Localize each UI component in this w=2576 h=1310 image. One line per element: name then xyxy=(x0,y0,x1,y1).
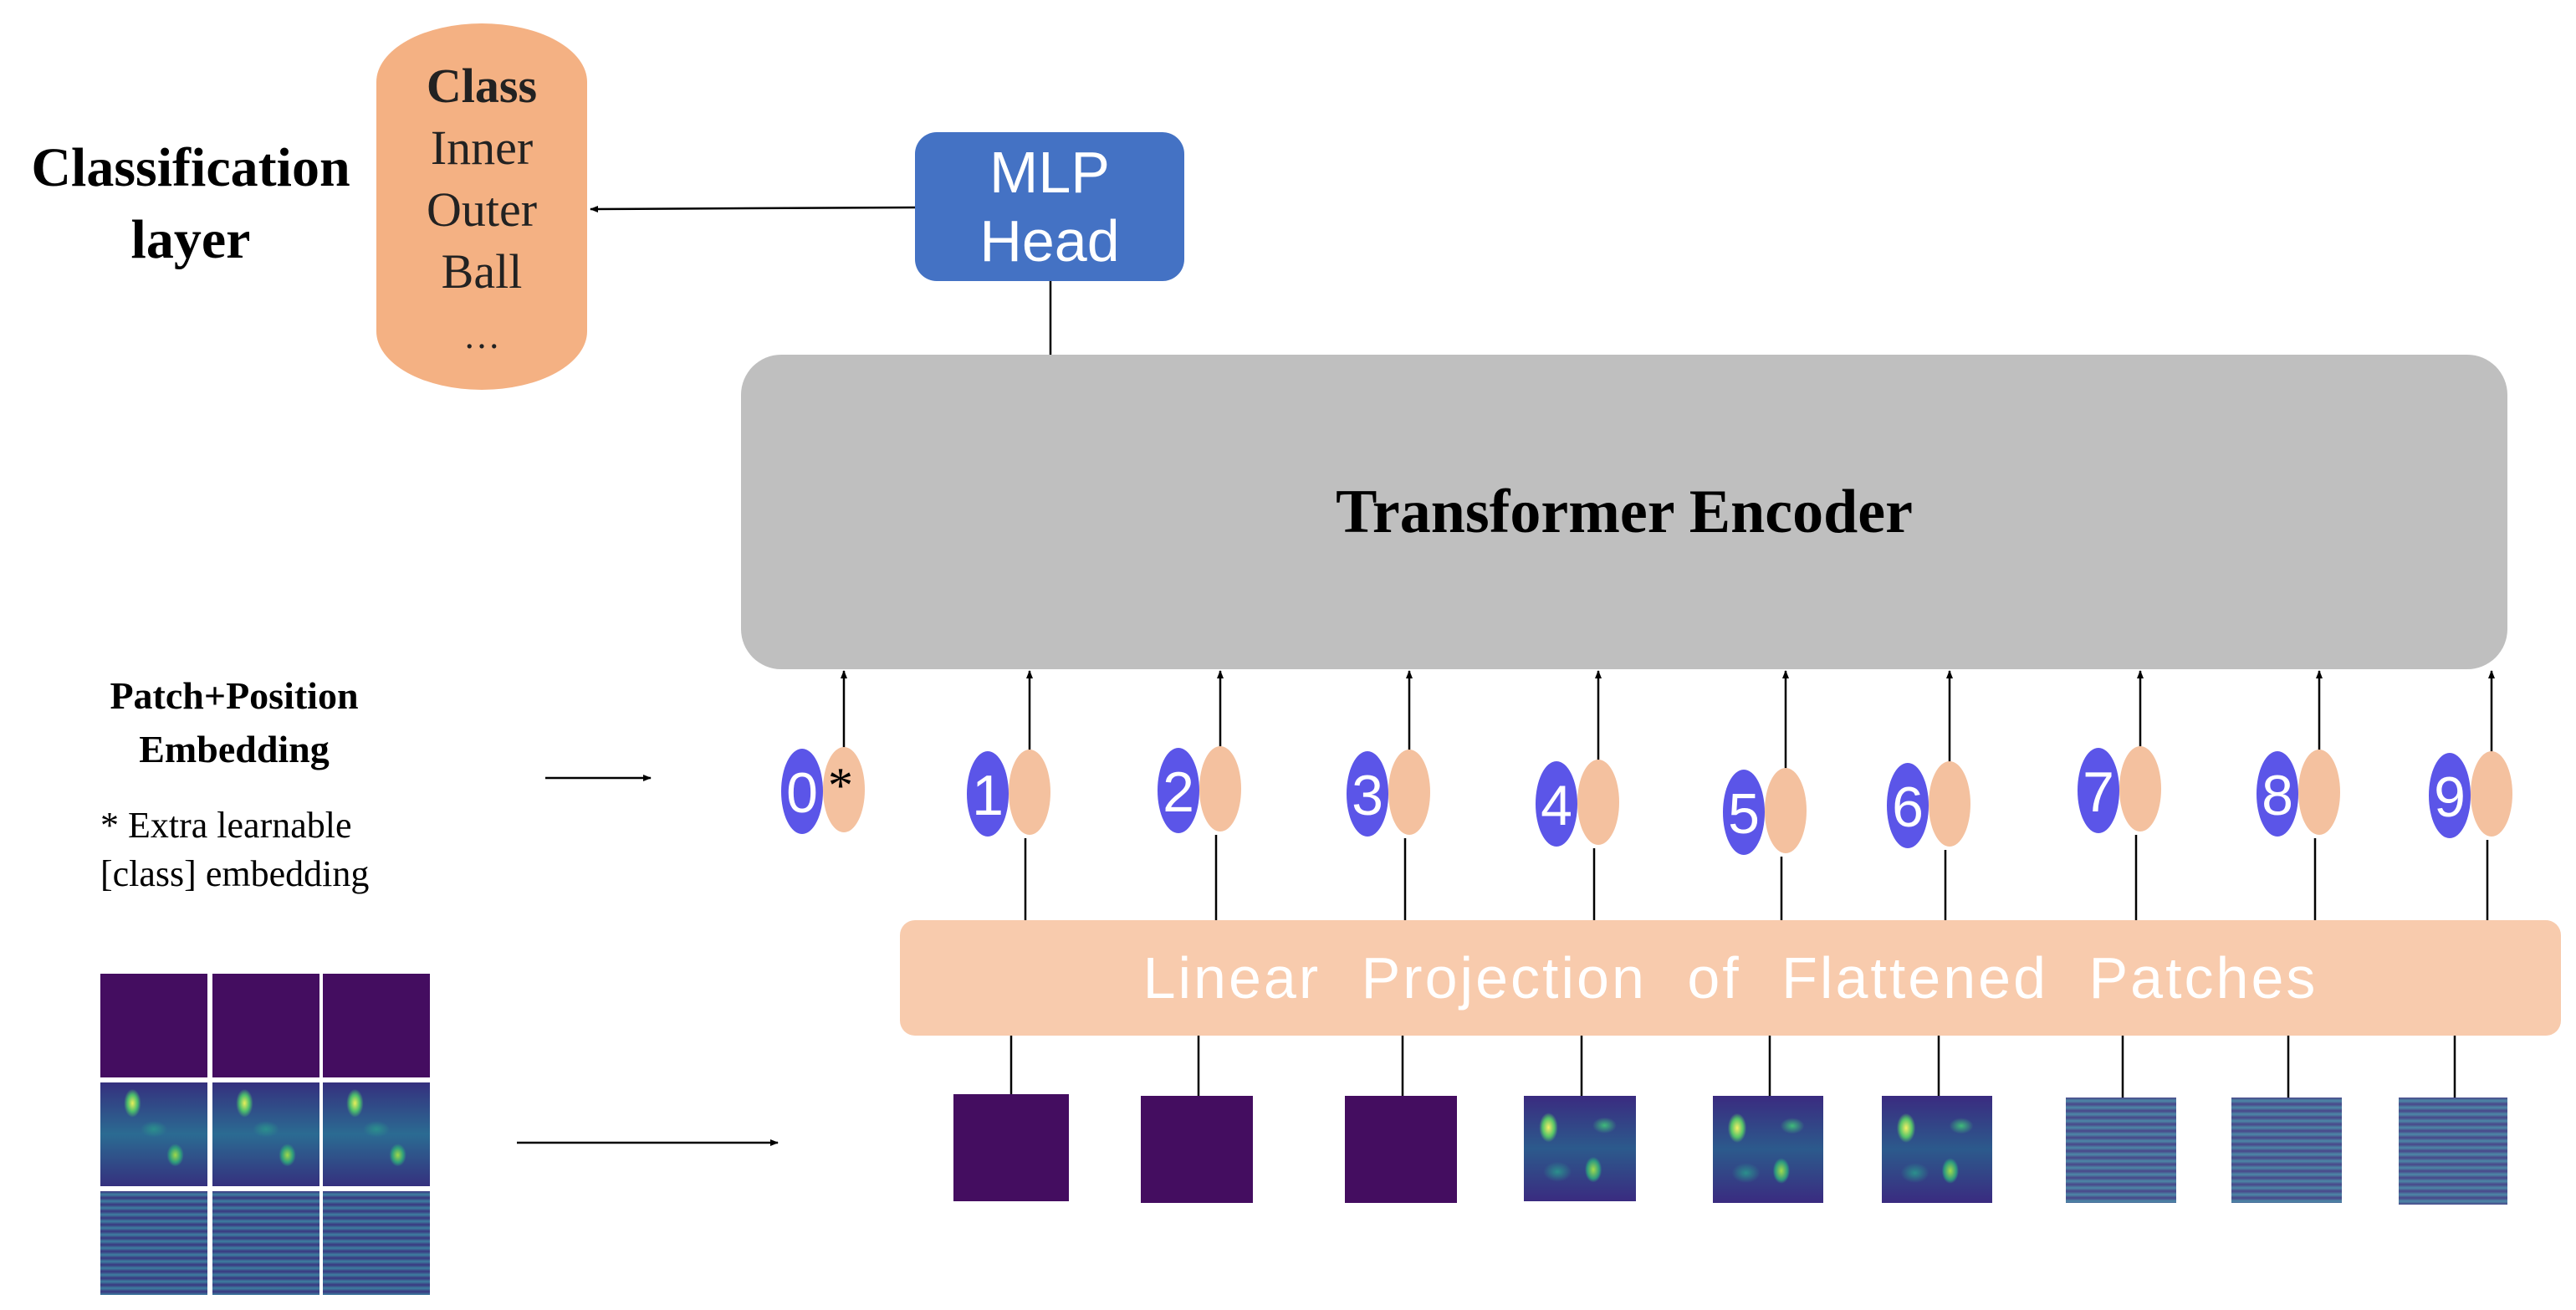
token-number-9: 9 xyxy=(2434,765,2466,829)
class-item-ball: Ball xyxy=(441,244,523,299)
patch-4 xyxy=(1524,1096,1636,1201)
token-patch-embedding-4 xyxy=(1577,760,1619,845)
token-position-7 xyxy=(2078,748,2119,833)
token-number-8: 8 xyxy=(2262,764,2293,827)
token-position-4 xyxy=(1536,761,1577,847)
source-cell-1-0 xyxy=(100,1082,207,1186)
token-position-6 xyxy=(1887,763,1929,848)
token-number-2: 2 xyxy=(1163,760,1194,824)
class-token-star: * xyxy=(828,758,853,813)
patch-2 xyxy=(1141,1096,1253,1203)
patch-position-label: Patch+Position Embedding xyxy=(67,669,401,776)
token-number-0: 0 xyxy=(786,761,818,825)
classification-line1: Classification xyxy=(31,137,350,198)
patch-1 xyxy=(953,1094,1069,1201)
linear-projection-label: Linear Projection of Flattened Patches xyxy=(1142,945,2318,1011)
classification-layer-label: Classification layer xyxy=(15,132,366,276)
token-patch-embedding-5 xyxy=(1765,768,1807,853)
source-cell-2-2 xyxy=(323,1191,430,1295)
source-cell-2-1 xyxy=(212,1191,319,1295)
token-position-5 xyxy=(1723,770,1765,855)
class-item-outer: Outer xyxy=(426,182,538,237)
token-number-3: 3 xyxy=(1352,764,1383,827)
patch-3 xyxy=(1345,1096,1457,1203)
classification-line2: layer xyxy=(130,209,251,270)
patch-position-line1: Patch+Position xyxy=(110,674,359,717)
patch-9 xyxy=(2399,1098,2507,1205)
token-patch-embedding-6 xyxy=(1929,761,1970,847)
token-position-9 xyxy=(2429,753,2471,838)
mlp-head-line2: Head xyxy=(979,208,1120,274)
linear-projection-box: Linear Projection of Flattened Patches xyxy=(900,920,2561,1036)
patch-5 xyxy=(1713,1096,1823,1203)
class-item-inner: Inner xyxy=(430,120,534,175)
patch-position-line2: Embedding xyxy=(139,728,330,770)
patch-6 xyxy=(1882,1096,1992,1203)
token-position-8 xyxy=(2257,751,2298,837)
source-cell-1-2 xyxy=(323,1082,430,1186)
class-title: Class xyxy=(426,59,538,113)
token-position-1 xyxy=(967,751,1009,837)
transformer-encoder-box: Transformer Encoder xyxy=(741,355,2507,669)
class-output-cylinder: Class Inner Outer Ball … xyxy=(376,23,587,390)
mlp-head-box: MLP Head xyxy=(915,132,1184,281)
source-cell-0-0 xyxy=(100,974,207,1077)
extra-note-line1: * Extra learnable xyxy=(100,805,352,846)
token-number-5: 5 xyxy=(1728,782,1760,846)
token-number-6: 6 xyxy=(1892,775,1924,839)
source-cell-2-0 xyxy=(100,1191,207,1295)
token-patch-embedding-3 xyxy=(1388,750,1430,835)
extra-class-embedding-note: * Extra learnable [class] embedding xyxy=(100,801,418,898)
token-patch-embedding-8 xyxy=(2298,750,2340,835)
source-cell-1-1 xyxy=(212,1082,319,1186)
token-patch-embedding-1 xyxy=(1009,750,1050,835)
token-number-4: 4 xyxy=(1541,774,1572,837)
patch-8 xyxy=(2231,1098,2342,1203)
token-patch-embedding-2 xyxy=(1199,746,1241,832)
token-position-3 xyxy=(1347,751,1388,837)
token-patch-embedding-7 xyxy=(2119,746,2161,832)
source-cell-0-1 xyxy=(212,974,319,1077)
token-patch-embedding-0 xyxy=(823,747,865,832)
arrow-mlp-to-class xyxy=(590,205,916,212)
token-number-1: 1 xyxy=(972,764,1004,827)
patch-7 xyxy=(2066,1098,2176,1203)
extra-note-line2: [class] embedding xyxy=(100,853,370,894)
class-item-ellipsis: … xyxy=(463,315,500,356)
token-position-2 xyxy=(1158,748,1199,833)
transformer-encoder-label: Transformer Encoder xyxy=(1336,477,1913,546)
token-number-7: 7 xyxy=(2083,760,2114,824)
token-position-0 xyxy=(781,749,823,834)
token-patch-embedding-9 xyxy=(2471,751,2512,837)
source-cell-0-2 xyxy=(323,974,430,1077)
mlp-head-line1: MLP xyxy=(989,140,1110,205)
